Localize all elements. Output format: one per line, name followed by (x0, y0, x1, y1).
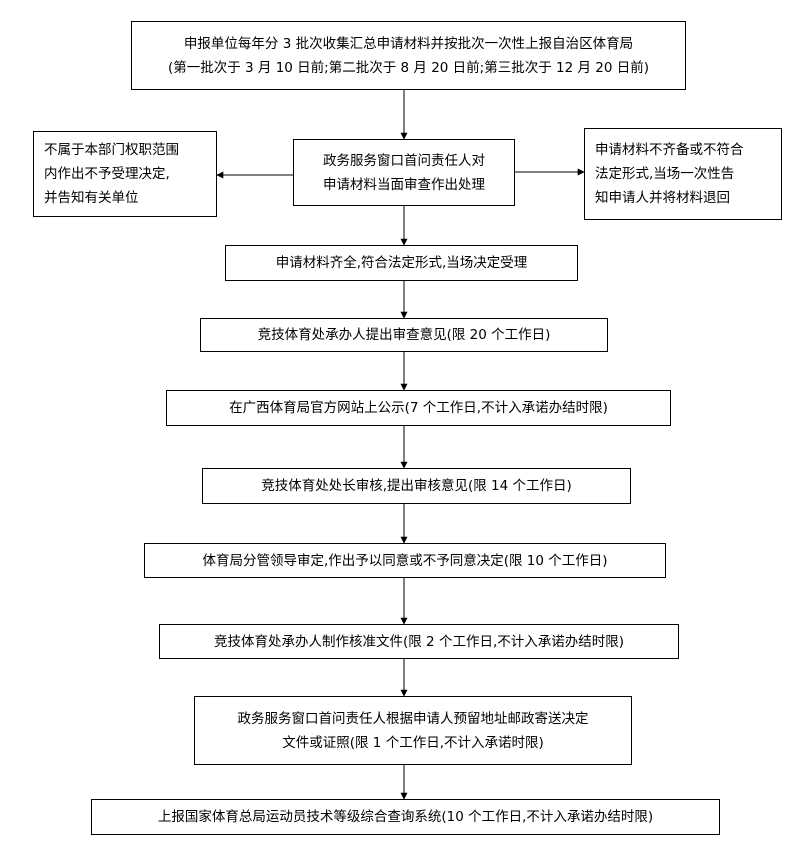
flow-step-6-audit: 竞技体育处处长审核,提出审核意见(限 14 个工作日) (202, 468, 631, 504)
reject-right-line3: 知申请人并将材料退回 (595, 190, 730, 206)
reject-right-line1: 申请材料不齐备或不符合 (595, 142, 744, 158)
step6-text: 竞技体育处处长审核,提出审核意见(限 14 个工作日) (261, 478, 572, 494)
flow-reject-out-of-scope: 不属于本部门权职范围 内作出不予受理决定, 并告知有关单位 (33, 131, 217, 217)
flow-step-5-publicity: 在广西体育局官方网站上公示(7 个工作日,不计入承诺办结时限) (166, 390, 671, 426)
flow-step-8-document: 竞技体育处承办人制作核准文件(限 2 个工作日,不计入承诺办结时限) (159, 624, 679, 659)
flow-step-7-decision: 体育局分管领导审定,作出予以同意或不予同意决定(限 10 个工作日) (144, 543, 666, 578)
step2-line1: 政务服务窗口首问责任人对 (323, 152, 485, 169)
reject-left-line1: 不属于本部门权职范围 (44, 142, 179, 158)
step9-line1: 政务服务窗口首问责任人根据申请人预留地址邮政寄送决定 (237, 710, 589, 727)
flow-step-1-submit: 申报单位每年分 3 批次收集汇总申请材料并按批次一次性上报自治区体育局 (第一批… (131, 21, 686, 90)
flow-step-2-review: 政务服务窗口首问责任人对 申请材料当面审查作出处理 (293, 139, 515, 206)
reject-left-line3: 并告知有关单位 (44, 190, 139, 206)
step9-line2: 文件或证照(限 1 个工作日,不计入承诺时限) (282, 734, 544, 751)
flow-step-10-report: 上报国家体育总局运动员技术等级综合查询系统(10 个工作日,不计入承诺办结时限) (91, 799, 720, 835)
reject-right-line2: 法定形式,当场一次性告 (595, 166, 735, 182)
flow-reject-incomplete: 申请材料不齐备或不符合 法定形式,当场一次性告 知申请人并将材料退回 (584, 128, 782, 220)
reject-left-line2: 内作出不予受理决定, (44, 166, 170, 182)
step8-text: 竞技体育处承办人制作核准文件(限 2 个工作日,不计入承诺办结时限) (214, 633, 624, 650)
step4-text: 竞技体育处承办人提出审查意见(限 20 个工作日) (257, 327, 551, 343)
flow-step-4-opinion: 竞技体育处承办人提出审查意见(限 20 个工作日) (200, 318, 608, 352)
step1-line2: (第一批次于 3 月 10 日前;第二批次于 8 月 20 日前;第三批次于 1… (167, 59, 650, 76)
step10-text: 上报国家体育总局运动员技术等级综合查询系统(10 个工作日,不计入承诺办结时限) (157, 809, 654, 825)
flow-step-9-mail: 政务服务窗口首问责任人根据申请人预留地址邮政寄送决定 文件或证照(限 1 个工作… (194, 696, 632, 765)
step7-text: 体育局分管领导审定,作出予以同意或不予同意决定(限 10 个工作日) (202, 552, 608, 569)
step2-line2: 申请材料当面审查作出处理 (323, 176, 485, 193)
step5-text: 在广西体育局官方网站上公示(7 个工作日,不计入承诺办结时限) (229, 400, 608, 416)
step1-line1: 申报单位每年分 3 批次收集汇总申请材料并按批次一次性上报自治区体育局 (183, 35, 634, 52)
flow-step-3-accept: 申请材料齐全,符合法定形式,当场决定受理 (225, 245, 578, 281)
step3-text: 申请材料齐全,符合法定形式,当场决定受理 (275, 255, 528, 271)
